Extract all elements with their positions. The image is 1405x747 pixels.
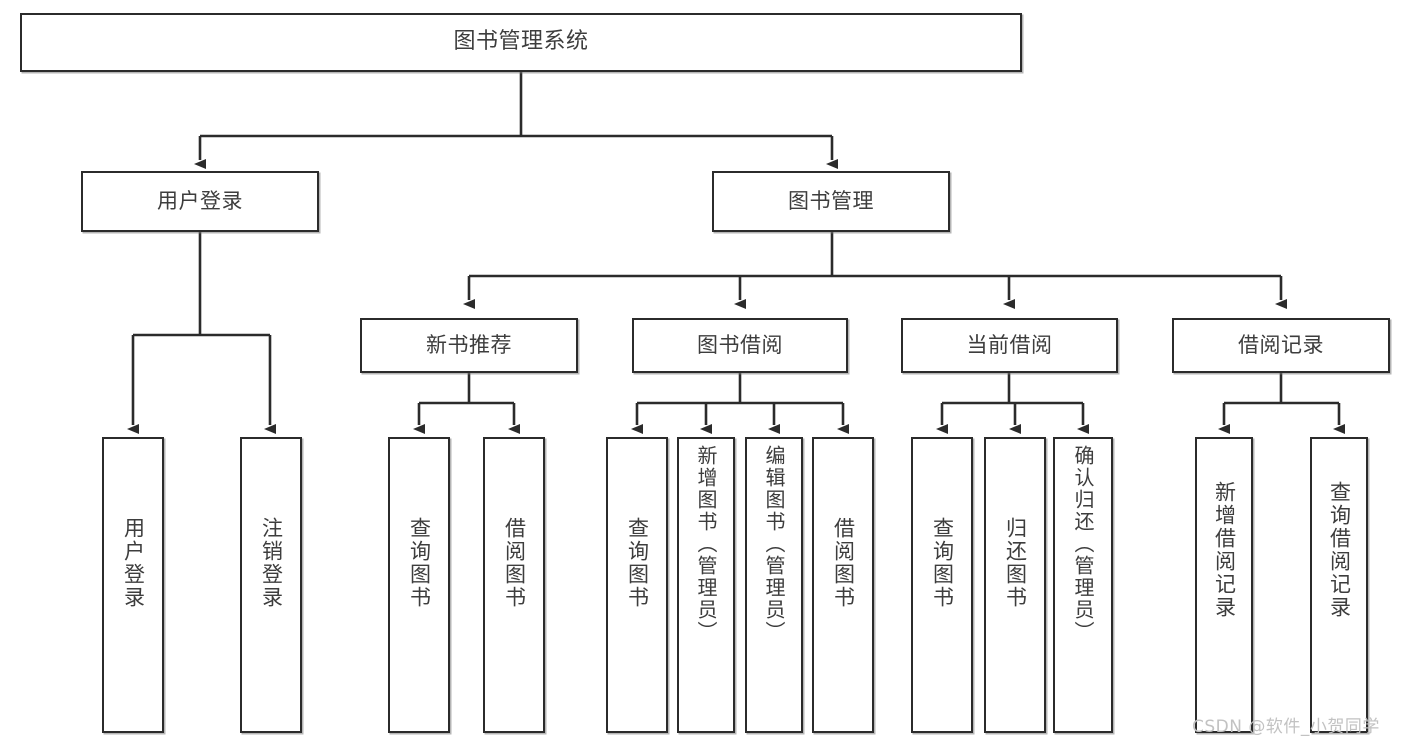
node-label: 借阅图书 xyxy=(831,517,856,609)
node-label: 图书管理 xyxy=(788,188,874,213)
leaf-book-borrow-add-book-admin[interactable]: 新增图书（管理员） xyxy=(677,437,735,733)
node-current-borrowing[interactable]: 当前借阅 xyxy=(901,318,1118,373)
leaf-current-borrow-query-books[interactable]: 查询图书 xyxy=(911,437,973,733)
node-label: 查询借阅记录 xyxy=(1327,481,1352,619)
node-borrowing-record[interactable]: 借阅记录 xyxy=(1172,318,1390,373)
node-user-login[interactable]: 用户登录 xyxy=(81,171,319,232)
node-label: 编辑图书（管理员） xyxy=(762,445,786,643)
node-label: 归还图书 xyxy=(1003,517,1028,609)
node-book-borrowing[interactable]: 图书借阅 xyxy=(632,318,848,373)
node-label: 新书推荐 xyxy=(426,332,512,357)
node-label: 查询图书 xyxy=(625,517,650,609)
leaf-book-borrow-query-books[interactable]: 查询图书 xyxy=(606,437,668,733)
node-label: 图书借阅 xyxy=(697,332,783,357)
node-label: 借阅记录 xyxy=(1238,332,1324,357)
leaf-book-borrow-edit-book-admin[interactable]: 编辑图书（管理员） xyxy=(745,437,803,733)
leaf-book-borrow-borrow-books[interactable]: 借阅图书 xyxy=(812,437,874,733)
leaf-current-borrow-return-books[interactable]: 归还图书 xyxy=(984,437,1046,733)
node-root-book-management-system[interactable]: 图书管理系统 xyxy=(20,13,1022,72)
leaf-user-login-logout[interactable]: 注销登录 xyxy=(240,437,302,733)
csdn-watermark: CSDN @软件_小贺同学 xyxy=(1192,717,1380,737)
leaf-new-book-query-books[interactable]: 查询图书 xyxy=(388,437,450,733)
node-new-book-recommendation[interactable]: 新书推荐 xyxy=(360,318,578,373)
leaf-user-login-login[interactable]: 用户登录 xyxy=(102,437,164,733)
leaf-borrow-record-add-record[interactable]: 新增借阅记录 xyxy=(1195,437,1253,733)
leaf-current-borrow-confirm-return-admin[interactable]: 确认归还（管理员） xyxy=(1053,437,1113,733)
node-book-management[interactable]: 图书管理 xyxy=(712,171,950,232)
node-label: 借阅图书 xyxy=(502,517,527,609)
node-label: 确认归还（管理员） xyxy=(1071,445,1095,643)
node-label: 用户登录 xyxy=(121,517,146,609)
node-label: 查询图书 xyxy=(930,517,955,609)
node-label: 注销登录 xyxy=(259,517,284,609)
leaf-borrow-record-query-record[interactable]: 查询借阅记录 xyxy=(1310,437,1368,733)
node-label: 当前借阅 xyxy=(966,332,1053,357)
node-label: 用户登录 xyxy=(157,188,243,213)
leaf-new-book-borrow-books[interactable]: 借阅图书 xyxy=(483,437,545,733)
node-label: 查询图书 xyxy=(407,517,432,609)
node-label: 新增图书（管理员） xyxy=(694,445,718,643)
node-label: 图书管理系统 xyxy=(453,29,589,55)
node-label: 新增借阅记录 xyxy=(1212,481,1237,619)
